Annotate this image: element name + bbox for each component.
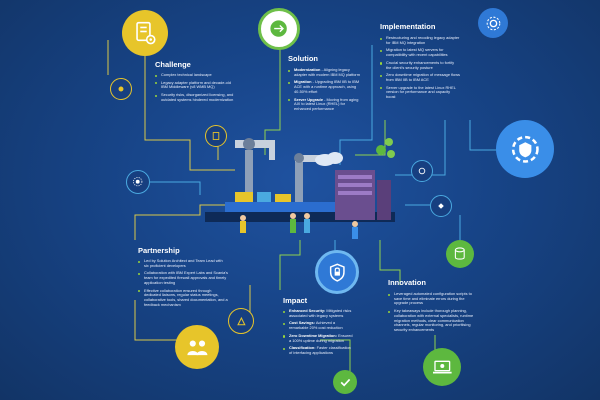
list-item: Legacy adapter platform and decade-old I… <box>155 80 235 90</box>
impact-text: Faster classification of interfacing app… <box>289 345 351 355</box>
impact-text: Achieved a remarkable 20% cost reduction <box>289 320 343 331</box>
list-item: Classification: Faster classification of… <box>283 345 355 355</box>
solution-lead: Modernization <box>294 67 321 72</box>
list-item: Enhanced Security: Mitigated risks assoc… <box>283 308 355 318</box>
list-item: Crucial security enhancements to fortify… <box>380 60 460 70</box>
challenge-list: Complex technical landscape Legacy adapt… <box>155 72 235 106</box>
security-shield-icon <box>329 263 345 282</box>
list-item: Restructuring and recoding legacy adapte… <box>380 35 460 45</box>
impact-lead: Enhanced Security: <box>289 308 326 313</box>
innovation-title: Innovation <box>388 278 426 287</box>
impact-text: Ensured a 100% uptime during migration <box>289 332 353 343</box>
partnership-icon-circle <box>175 325 219 369</box>
solution-title: Solution <box>288 54 318 63</box>
list-item: Complex technical landscape <box>155 72 235 78</box>
list-item: Collaboration with IBM Expert Labs and S… <box>138 271 228 285</box>
list-item: Led by Solution Architect and Team Lead … <box>138 258 228 268</box>
impact-icon-circle <box>315 250 359 294</box>
network-node-icon <box>110 78 132 100</box>
list-item: Zero downtime migration of message flows… <box>380 72 460 82</box>
list-item: Key takeaways include thorough planning,… <box>388 308 476 333</box>
impact-list: Enhanced Security: Mitigated risks assoc… <box>283 308 355 359</box>
impact-title: Impact <box>283 296 308 305</box>
implementation-bottom-icon-circle <box>496 120 554 178</box>
database-icon <box>455 247 465 260</box>
factory-illustration <box>205 138 395 239</box>
network-node-icon <box>411 160 433 182</box>
team-collaboration-icon <box>186 340 208 355</box>
network-node-icon <box>228 308 254 334</box>
network-gear-icon <box>486 16 500 30</box>
network-node-icon <box>205 125 227 147</box>
list-item: Migration to latest MQ servers for compa… <box>380 47 460 57</box>
network-node-icon <box>126 170 150 194</box>
challenge-title: Challenge <box>155 60 191 69</box>
network-node-icon <box>430 195 452 217</box>
shield-gear-icon <box>511 135 539 163</box>
list-item: Security risks, disorganized licensing, … <box>155 92 235 102</box>
solution-lead: Server Upgrade <box>294 96 323 102</box>
innovation-icon-circle <box>423 348 461 386</box>
list-item: Server Upgrade - Moving from aging AIX t… <box>288 96 360 112</box>
list-item: Migration - Upgrading IBM IIB to IBM ACE… <box>288 79 360 94</box>
list-item: Server upgrade to the latest Linux RHEL … <box>380 85 460 100</box>
challenge-icon-circle <box>122 10 168 56</box>
document-gear-icon <box>136 21 156 45</box>
impact-text: Mitigated risks associated with legacy s… <box>289 308 352 318</box>
migration-globe-icon <box>270 20 288 38</box>
partnership-title: Partnership <box>138 246 180 255</box>
list-item: Zero Downtime Migration: Ensured a 100% … <box>283 332 355 343</box>
list-item: Leveraged automated configuration script… <box>388 291 476 306</box>
list-item: Modernization - Aligning legacy adapter … <box>288 67 360 77</box>
list-item: Cost Savings: Achieved a remarkable 20% … <box>283 321 355 330</box>
impact-lead: Cost Savings: <box>289 320 315 326</box>
implementation-top-icon-circle <box>478 8 508 38</box>
solution-icon-circle <box>258 8 300 50</box>
impact-lead: Zero Downtime Migration: <box>289 332 337 338</box>
checklist-icon <box>340 378 350 387</box>
solution-text: - Upgrading IBM IIB to IBM ACE with a ru… <box>294 79 360 94</box>
implementation-list: Restructuring and recoding legacy adapte… <box>380 35 460 103</box>
impact-lead: Classification: <box>289 345 316 351</box>
implementation-title: Implementation <box>380 22 436 31</box>
innovation-small-icon-circle <box>446 240 474 268</box>
partnership-list: Led by Solution Architect and Team Lead … <box>138 258 228 310</box>
solution-lead: Migration <box>294 79 312 85</box>
laptop-gear-icon <box>432 360 452 374</box>
solution-text: - Aligning legacy adapter with modern IB… <box>294 67 360 77</box>
solution-text: - Moving from aging AIX to latest Linux … <box>294 96 359 111</box>
list-item: Effective collaboration ensured through … <box>138 288 228 308</box>
impact-small-icon-circle <box>333 370 357 394</box>
solution-list: Modernization - Aligning legacy adapter … <box>288 67 360 115</box>
innovation-list: Leveraged automated configuration script… <box>388 291 476 336</box>
